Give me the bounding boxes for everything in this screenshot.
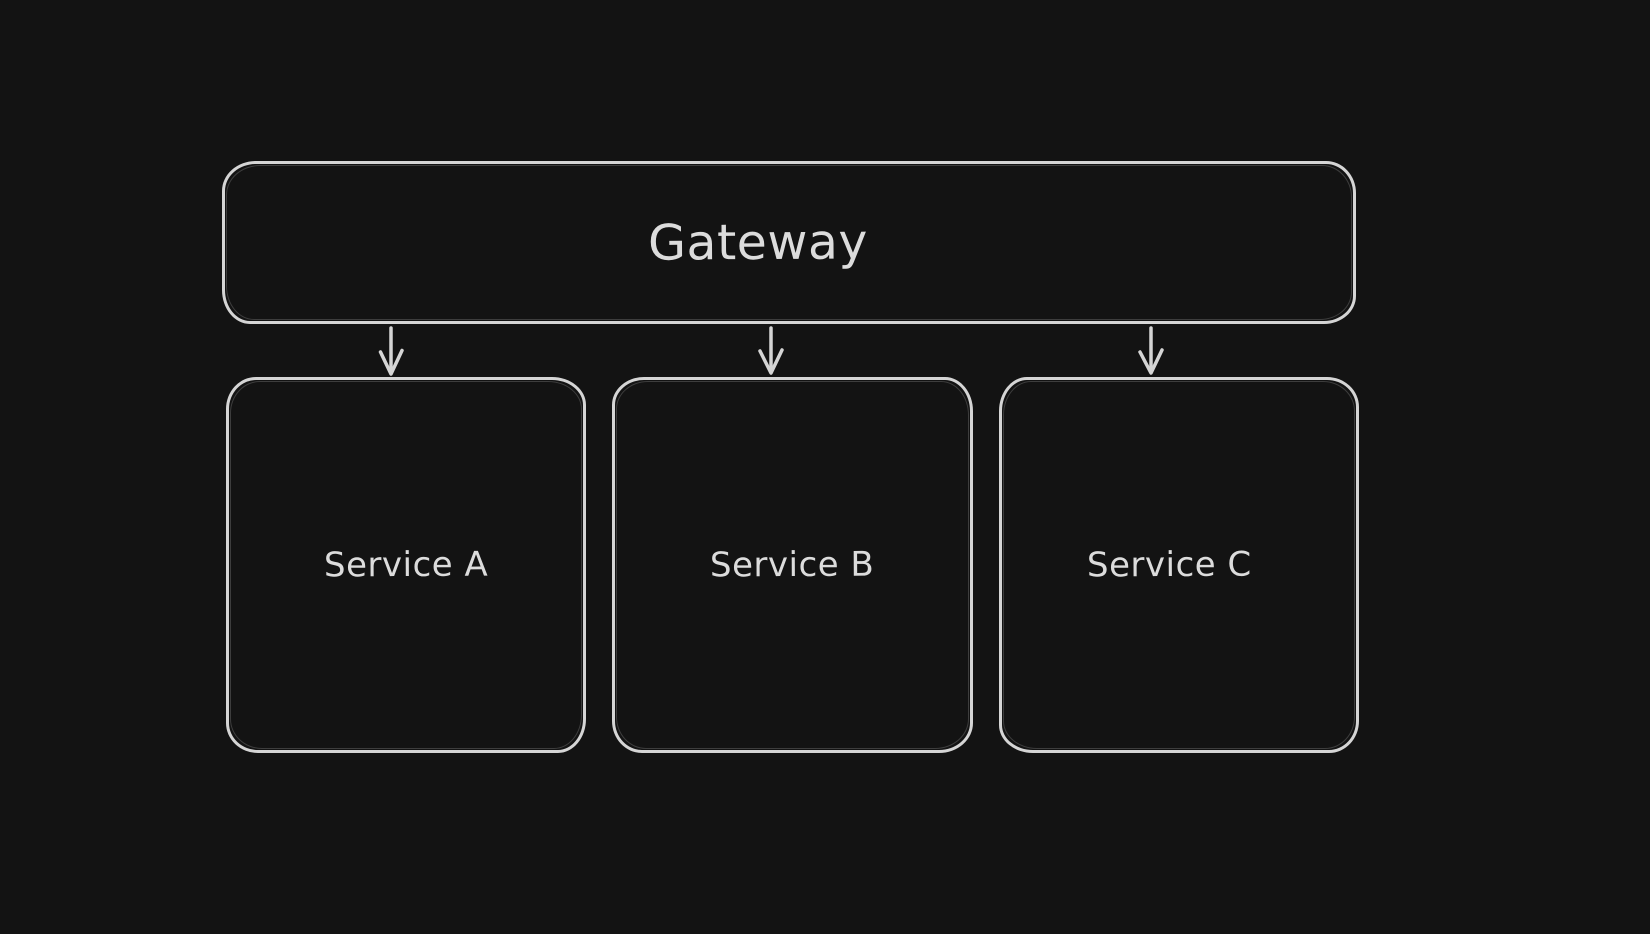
gateway-label: Gateway <box>647 213 869 272</box>
arrow-head-icon <box>378 348 404 376</box>
arrow-head-icon <box>1138 348 1164 375</box>
arrow-gateway-to-service-c[interactable] <box>1138 326 1164 375</box>
service-c-node[interactable]: Service C <box>999 377 1359 753</box>
service-c-label: Service C <box>1086 544 1252 586</box>
service-a-label: Service A <box>323 544 489 586</box>
service-a-node[interactable]: Service A <box>226 377 586 753</box>
arrow-gateway-to-service-a[interactable] <box>378 326 404 376</box>
gateway-node[interactable]: Gateway <box>222 161 1356 324</box>
arrow-gateway-to-service-b[interactable] <box>758 326 784 375</box>
service-b-node[interactable]: Service B <box>612 377 973 753</box>
service-b-label: Service B <box>710 544 875 586</box>
arrow-head-icon <box>758 348 784 375</box>
